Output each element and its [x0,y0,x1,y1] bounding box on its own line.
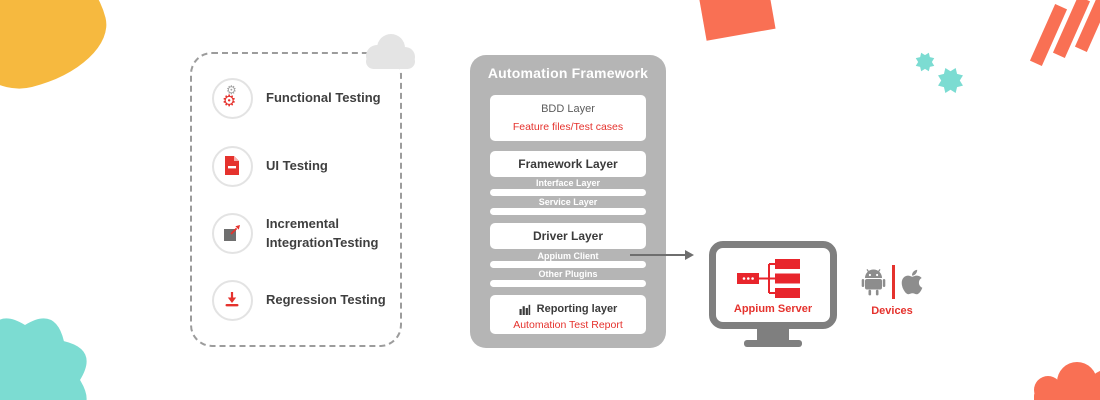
layer-strip [490,208,646,215]
test-item-label: UI Testing [266,158,328,174]
yellow-blob-shape [0,0,118,103]
framework-layer-card: Framework Layer [490,151,646,177]
reporting-layer-subtitle: Automation Test Report [513,319,623,331]
teal-star-shape [938,68,963,93]
layer-strip [490,189,646,196]
flow-arrow [630,250,694,260]
arrow-line [630,254,685,256]
appium-server-label: Appium Server [733,303,813,315]
devices-divider [892,265,895,299]
bdd-layer-title: BDD Layer [541,103,595,115]
document-icon [212,146,253,187]
driver-layer-title: Driver Layer [532,229,604,243]
testing-types-panel: ⚙ ⚙ Functional Testing UI Testing [190,34,415,347]
service-layer-label: Service Layer [538,197,598,207]
bdd-layer-subtitle: Feature files/Test cases [512,121,624,133]
test-item-label: Functional Testing [266,90,381,106]
server-cluster-icon [737,259,800,298]
appium-server-monitor: Appium Server [709,241,837,329]
reporting-layer-card: Reporting layer Automation Test Report [490,295,646,334]
cloud-icon [366,34,415,69]
android-icon [861,268,886,295]
devices-group: Devices [858,263,926,317]
test-item-functional: ⚙ ⚙ Functional Testing [212,78,398,119]
test-item-ui: UI Testing [212,146,398,187]
appium-client-label: Appium Client [537,251,599,261]
gear-glyph: ⚙ [222,91,237,110]
gears-icon: ⚙ ⚙ [212,78,253,119]
teal-splat-shape [0,318,87,400]
integration-square-arrow-icon [212,213,253,254]
framework-layer-title: Framework Layer [518,157,618,171]
framework-title: Automation Framework [487,65,649,81]
automation-framework-box: Automation Framework BDD Layer Feature f… [470,55,666,348]
test-item-label: Regression Testing [266,292,386,308]
monitor-stand-base [744,340,802,347]
apple-icon [901,269,923,295]
monitor-stand-neck [757,329,789,340]
teal-star-shape [915,52,935,72]
bar-chart-icon [519,304,530,315]
coral-rectangle-shape [698,0,776,41]
regression-arrow-icon [212,280,253,321]
driver-layer-card: Driver Layer [490,223,646,249]
other-plugins-label: Other Plugins [538,269,598,279]
coral-cloud-shape [1034,362,1100,400]
layer-strip [490,280,646,287]
test-item-label: Incremental IntegrationTesting [266,215,379,250]
reporting-layer-title: Reporting layer [536,303,618,315]
test-item-regression: Regression Testing [212,280,398,321]
layer-strip [490,261,646,268]
arrow-head-icon [685,250,694,260]
bdd-layer-card: BDD Layer Feature files/Test cases [490,95,646,141]
test-item-incremental-integration: Incremental IntegrationTesting [212,213,398,254]
devices-label: Devices [871,305,913,317]
gear-glyph: ⚙ [226,83,237,97]
interface-layer-label: Interface Layer [535,178,601,188]
